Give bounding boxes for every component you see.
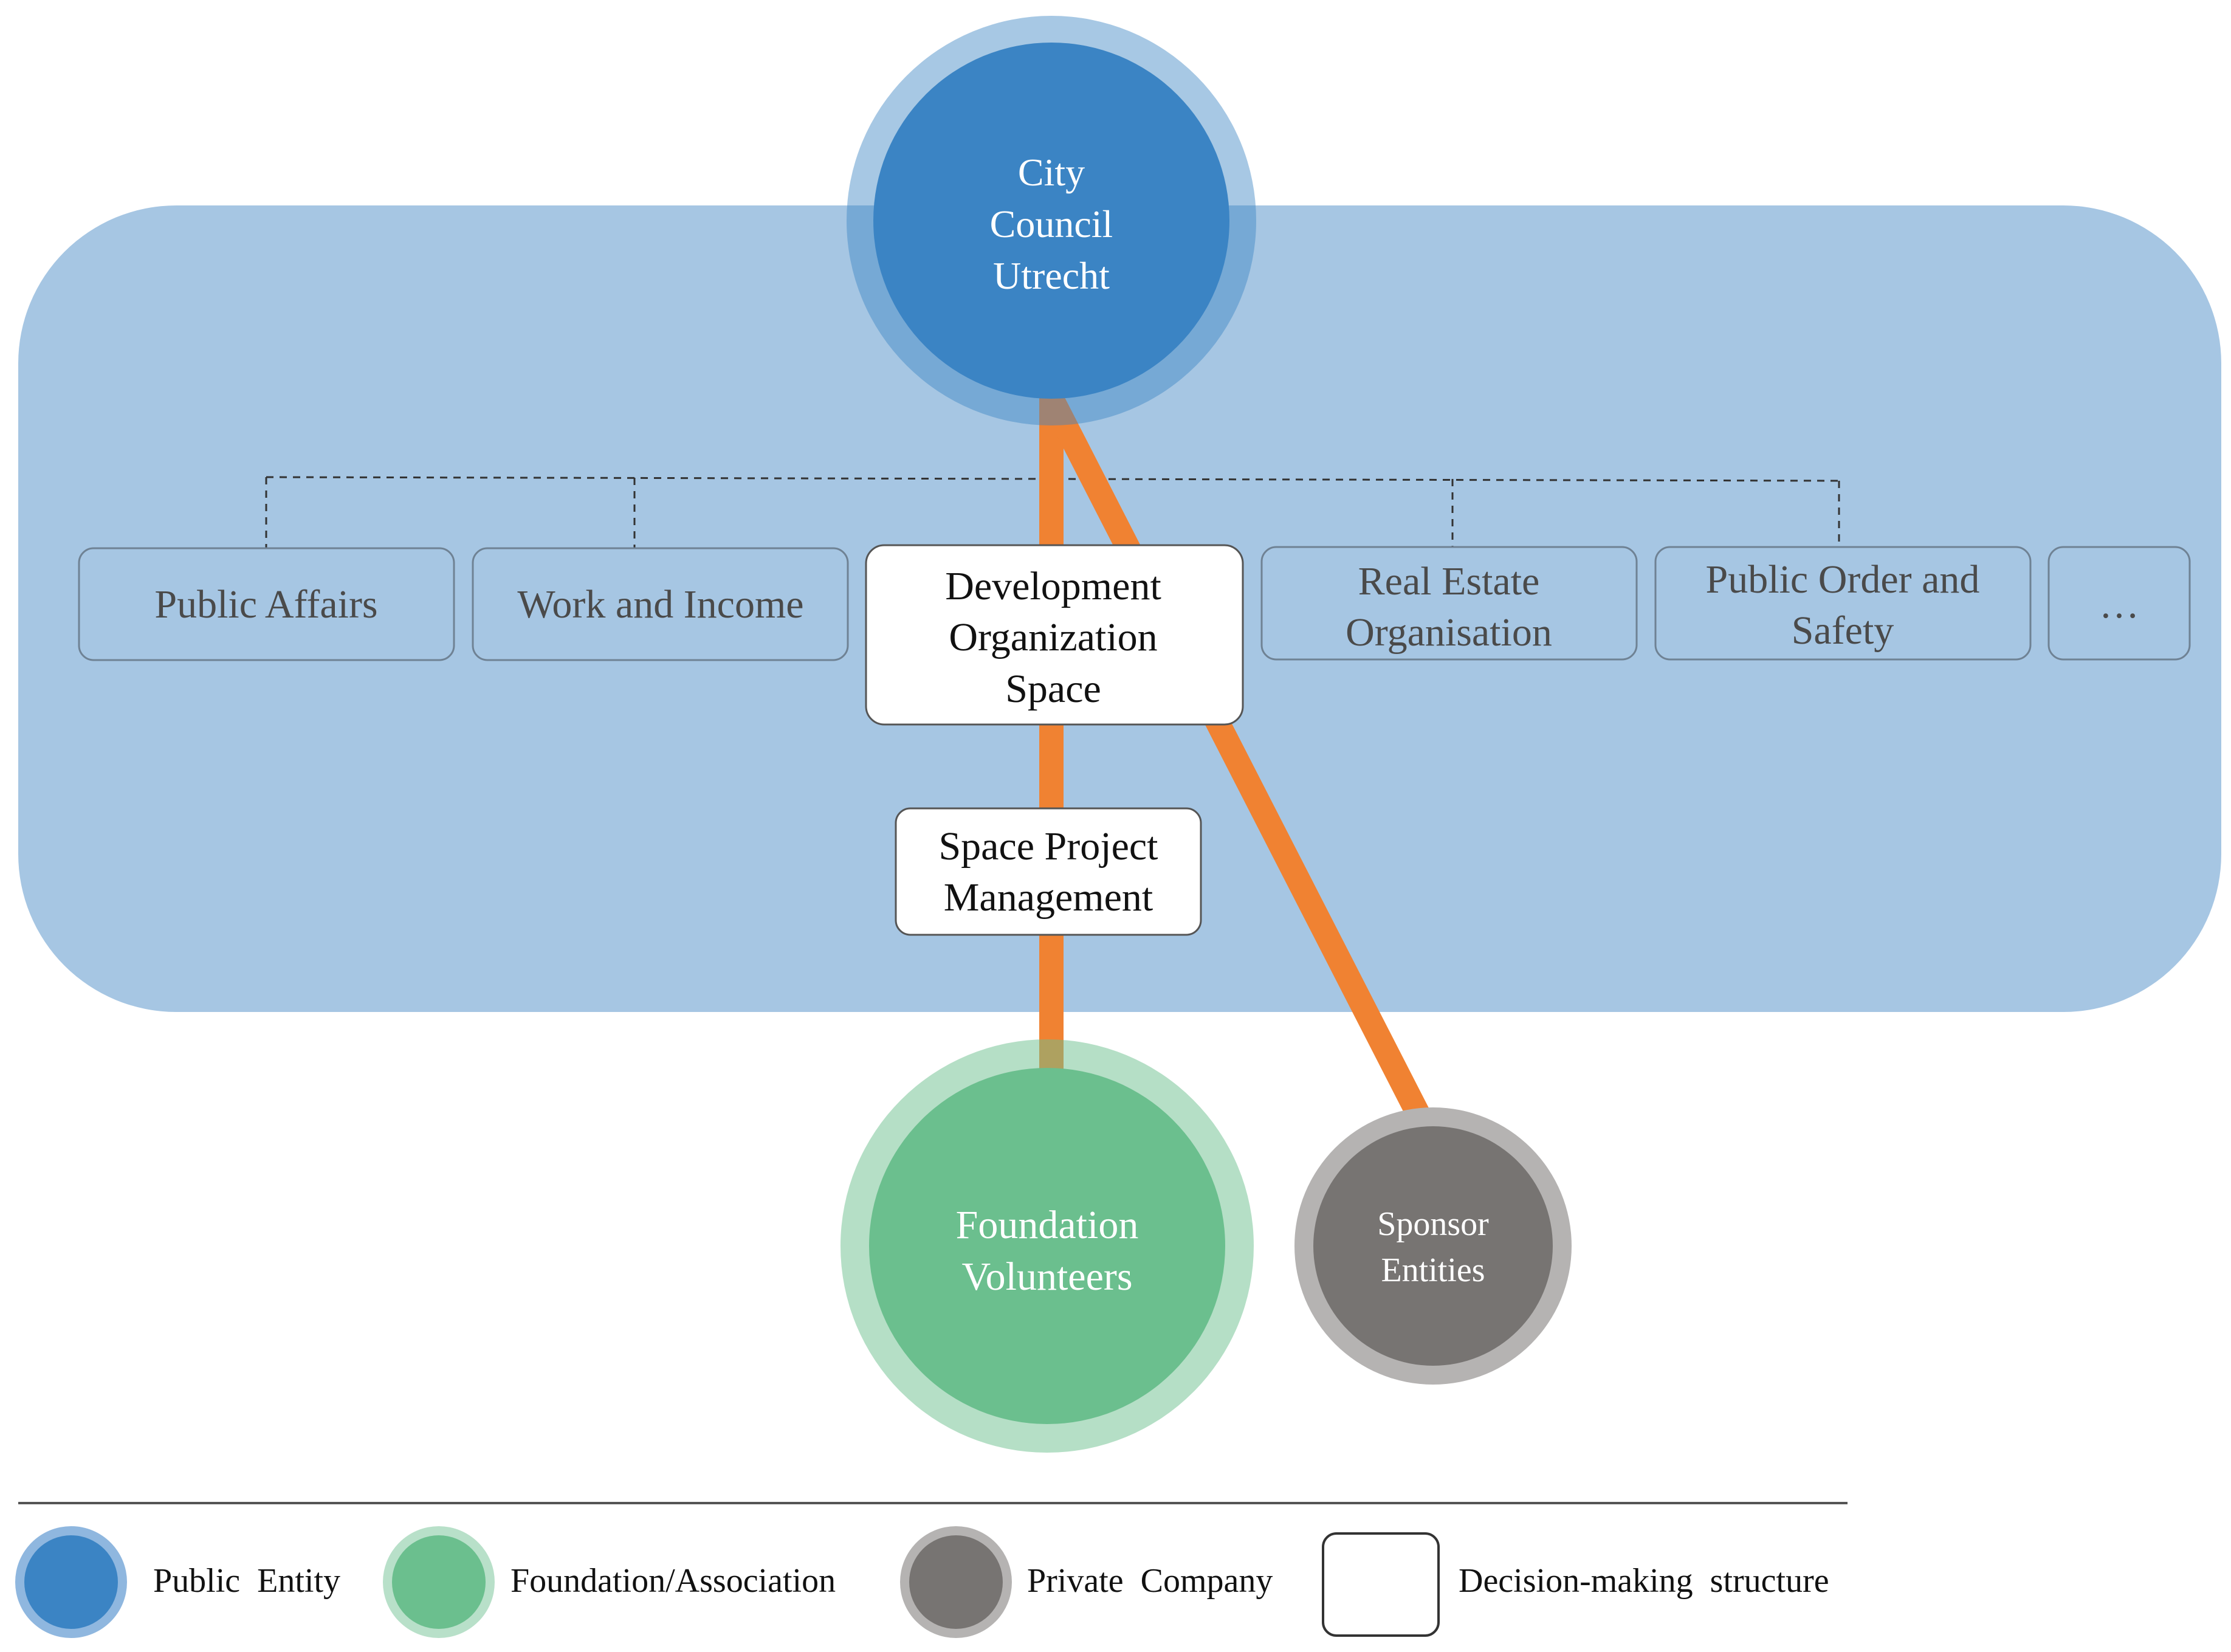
department-development-organization-space: Development Organization Space — [865, 544, 1244, 726]
private-company-circle-icon — [900, 1526, 1012, 1638]
development-organization-label-3: Space — [1005, 667, 1101, 711]
legend-item-foundation: Foundation/Association — [383, 1526, 836, 1638]
sponsor-entities-label-2: Entities — [1381, 1251, 1485, 1289]
legend-label-public-entity: Public Entity — [153, 1562, 340, 1600]
foundation-volunteers-label-2: Volunteers — [961, 1254, 1132, 1299]
development-organization-label-1: Development — [945, 564, 1161, 608]
foundation-circle-icon — [383, 1526, 495, 1638]
council-to-sponsor-line — [1040, 392, 1436, 1134]
legend-label-foundation: Foundation/Association — [510, 1562, 836, 1600]
department-more: … — [2047, 546, 2191, 661]
city-council-label-2: Council — [990, 202, 1113, 246]
real-estate-label-2: Organisation — [1346, 610, 1552, 655]
department-work-and-income-label: Work and Income — [517, 582, 803, 627]
department-public-order-and-safety: Public Order and Safety — [1654, 546, 2032, 661]
legend-label-decision-structure: Decision-making structure — [1459, 1562, 1829, 1600]
department-work-and-income: Work and Income — [472, 547, 849, 661]
department-public-affairs-label: Public Affairs — [154, 582, 377, 627]
sponsor-entities-label-1: Sponsor — [1377, 1205, 1489, 1243]
city-council-node: City Council Utrecht — [847, 16, 1256, 425]
foundation-volunteers-node: Foundation Volunteers — [840, 1039, 1254, 1453]
department-real-estate-organisation: Real Estate Organisation — [1260, 546, 1638, 661]
legend-item-decision-structure: Decision-making structure — [1322, 1532, 1829, 1637]
sponsor-entities-node: Sponsor Entities — [1294, 1107, 1572, 1385]
department-public-affairs: Public Affairs — [78, 547, 455, 661]
space-project-label-2: Management — [944, 875, 1153, 920]
space-project-label-1: Space Project — [938, 824, 1158, 869]
city-council-label-1: City — [1018, 151, 1085, 194]
foundation-volunteers-label-1: Foundation — [956, 1203, 1139, 1247]
city-council-label-3: Utrecht — [993, 254, 1110, 297]
department-more-label: … — [2099, 582, 2139, 627]
real-estate-label-1: Real Estate — [1358, 559, 1540, 604]
department-connectors — [265, 476, 1840, 548]
public-order-label-2: Safety — [1792, 608, 1894, 653]
public-entity-circle-icon — [15, 1526, 127, 1638]
decision-structure-box-icon — [1322, 1532, 1440, 1637]
legend-item-private-company: Private Company — [900, 1526, 1273, 1638]
legend: Public Entity Foundation/Association Pri… — [15, 1502, 1848, 1638]
development-organization-label-2: Organization — [949, 615, 1157, 659]
legend-label-private-company: Private Company — [1027, 1562, 1273, 1600]
legend-item-public-entity: Public Entity — [15, 1526, 340, 1638]
public-order-label-1: Public Order and — [1706, 557, 1980, 602]
space-project-management-node: Space Project Management — [895, 807, 1202, 936]
connection-lines — [1039, 392, 1436, 1134]
